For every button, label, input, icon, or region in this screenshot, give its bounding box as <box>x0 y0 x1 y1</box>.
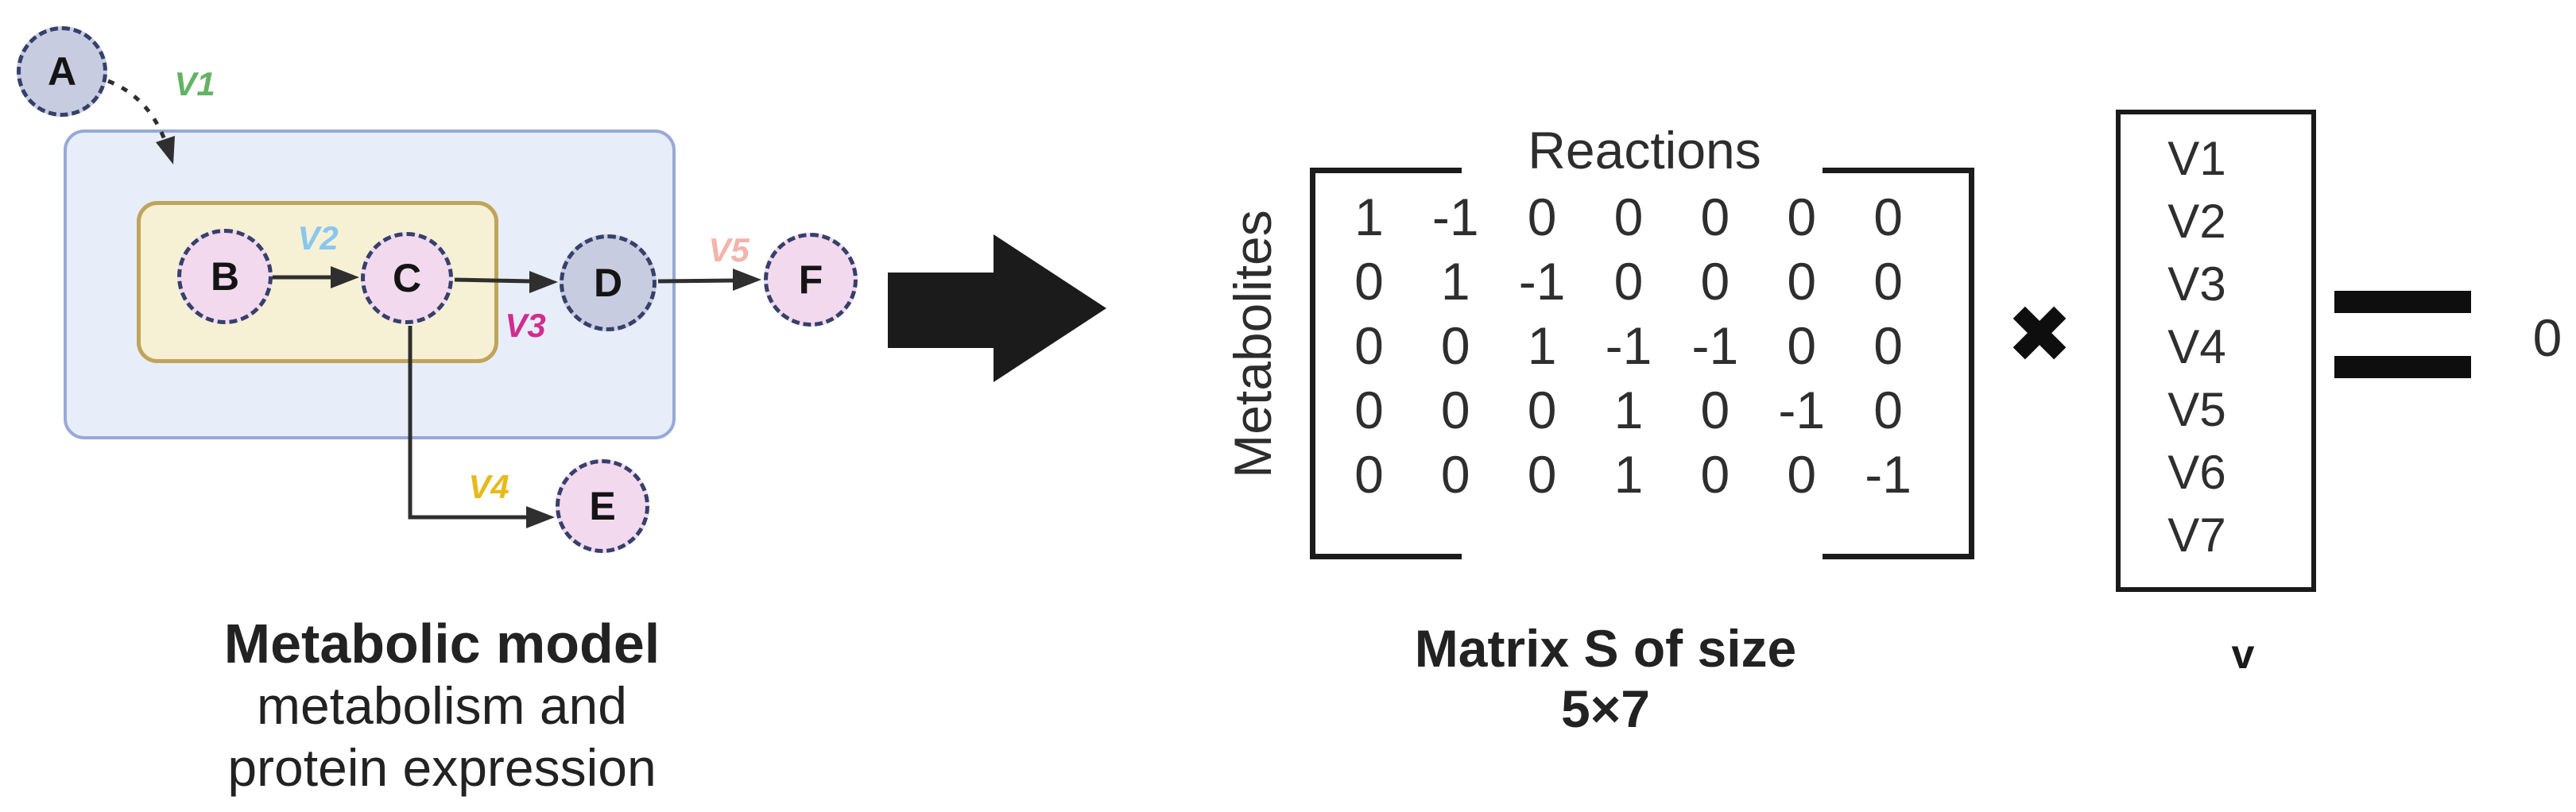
node-A: A <box>17 26 107 117</box>
vector-entry-v3: V3 <box>2167 257 2226 311</box>
vector-entry-v1: V1 <box>2167 132 2226 185</box>
matrix-bracket-arm-bottom-right <box>1823 554 1974 559</box>
matrix-cell-r2c2: 1 <box>1440 251 1470 311</box>
matrix-cell-r3c3: 1 <box>1527 315 1557 375</box>
matrix-cell-r1c6: 0 <box>1787 187 1817 246</box>
matrix-cell-r1c4: 0 <box>1613 187 1644 246</box>
matrix-cell-r1c2: -1 <box>1431 187 1479 246</box>
matrix-cell-r5c3: 0 <box>1527 445 1557 505</box>
matrix-cell-r4c5: 0 <box>1700 381 1730 440</box>
vector-entry-v4: V4 <box>2167 320 2226 373</box>
matrix-bracket-arm-top-left <box>1310 168 1462 173</box>
matrix-cell-r4c2: 0 <box>1440 381 1470 440</box>
matrix-bracket-arm-top-right <box>1823 168 1974 173</box>
matrix-cell-r1c7: 0 <box>1873 187 1903 246</box>
matrix-cell-r4c7: 0 <box>1873 381 1903 440</box>
matrix-cell-r2c6: 0 <box>1787 251 1817 311</box>
flux-label-v5: V5 <box>708 231 750 269</box>
network-arrows-layer <box>107 79 761 528</box>
matrix-cell-r5c6: 0 <box>1787 445 1817 505</box>
vector-entry-v6: V6 <box>2167 446 2226 499</box>
arrow-a-to-system <box>107 79 171 152</box>
matrix-bracket-left <box>1310 168 1315 559</box>
matrix-cell-r2c7: 0 <box>1873 251 1903 311</box>
vector-caption: v <box>2231 632 2255 678</box>
matrix-cell-r4c6: -1 <box>1778 381 1826 440</box>
arrowhead-b-to-c <box>331 266 359 288</box>
flux-label-v1: V1 <box>174 65 215 102</box>
multiply-icon: ✖ <box>2006 290 2073 380</box>
matrix-cell-r2c4: 0 <box>1613 251 1644 311</box>
matrix-cell-r5c7: -1 <box>1865 445 1912 505</box>
matrix-cell-r2c5: 0 <box>1700 251 1730 311</box>
matrix-axis-label-metabolites: Metabolites <box>1223 210 1282 478</box>
diagram-caption: Metabolic model metabolism and protein e… <box>203 613 680 798</box>
diagram-caption-title: Metabolic model <box>223 613 660 675</box>
matrix-bracket-right <box>1969 168 1974 559</box>
equation-result: 0 <box>2532 308 2562 367</box>
matrix-cell-r1c3: 0 <box>1527 187 1557 246</box>
flux-label-v2: V2 <box>297 219 339 257</box>
arrow-c-to-e <box>408 326 528 520</box>
diagram-caption-line3: protein expression <box>227 738 657 797</box>
vector-entry-v2: V2 <box>2167 195 2226 248</box>
node-F: F <box>764 233 858 327</box>
matrix-cell-r2c3: -1 <box>1518 251 1566 311</box>
matrix-cell-r5c5: 0 <box>1700 445 1730 505</box>
matrix-caption: Matrix S of size 5×7 <box>1367 618 1844 739</box>
flux-label-v3: V3 <box>505 307 546 344</box>
matrix-caption-line1: Matrix S of size <box>1414 619 1797 678</box>
matrix-cell-r4c1: 0 <box>1354 381 1384 440</box>
matrix-cell-r5c2: 0 <box>1440 445 1470 505</box>
arrowhead-a-to-system <box>156 136 175 164</box>
node-E: E <box>556 459 649 553</box>
matrix-caption-line2: 5×7 <box>1561 679 1650 738</box>
arrowhead-c-to-e <box>526 506 555 528</box>
arrow-c-to-d <box>454 277 532 284</box>
matrix-cell-r4c3: 0 <box>1527 381 1557 440</box>
arrowhead-c-to-d <box>529 271 558 293</box>
flux-label-v4: V4 <box>468 468 509 505</box>
matrix-cell-r3c5: -1 <box>1691 315 1739 375</box>
matrix-cell-r4c4: 1 <box>1613 381 1644 440</box>
matrix-cell-r3c7: 0 <box>1873 315 1903 375</box>
matrix-cell-r3c1: 0 <box>1354 315 1384 375</box>
arrow-d-to-f <box>657 278 735 284</box>
matrix-cell-r3c6: 0 <box>1787 315 1817 375</box>
arrowhead-d-to-f <box>733 269 761 291</box>
matrix-axis-label-reactions: Reactions <box>1528 121 1761 180</box>
node-B: B <box>177 229 273 324</box>
matrix-cell-r2c1: 0 <box>1354 251 1384 311</box>
matrix-cell-r1c5: 0 <box>1700 187 1730 246</box>
node-C: C <box>361 232 453 324</box>
vector-entry-v5: V5 <box>2167 383 2226 436</box>
matrix-cell-r3c2: 0 <box>1440 315 1470 375</box>
matrix-cell-r5c4: 1 <box>1613 445 1644 505</box>
vector-entry-v7: V7 <box>2167 508 2226 562</box>
diagram-caption-line2: metabolism and <box>257 676 627 735</box>
node-D: D <box>560 234 657 331</box>
matrix-cell-r5c1: 0 <box>1354 445 1384 505</box>
matrix-cell-r3c4: -1 <box>1605 315 1652 375</box>
transform-arrow-icon <box>888 234 1106 382</box>
matrix-cell-r1c1: 1 <box>1354 187 1384 246</box>
matrix-bracket-arm-bottom-left <box>1310 554 1462 559</box>
